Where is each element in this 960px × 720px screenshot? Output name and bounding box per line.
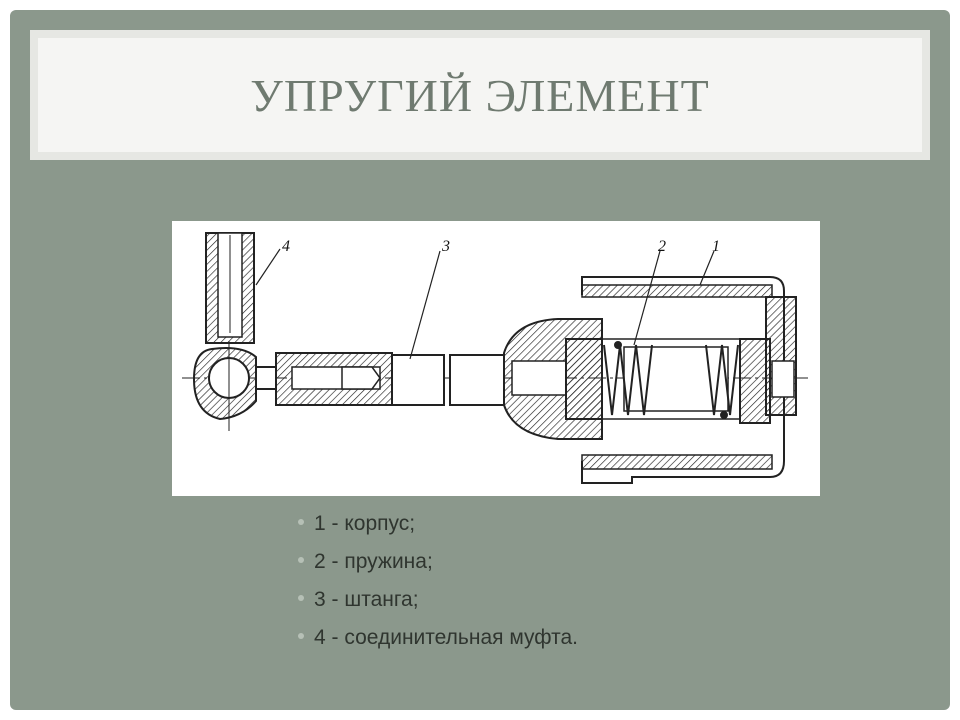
bullet-icon: [298, 557, 304, 564]
legend-item-text: 1 - корпус;: [314, 512, 416, 535]
end-cap: [503, 318, 603, 440]
ball-joint: [192, 341, 277, 431]
rod: [275, 352, 505, 406]
legend-item-housing: 1 - корпус;: [298, 505, 578, 543]
spring: [603, 341, 739, 419]
legend-item-text: 3 - штанга;: [314, 588, 419, 611]
slide-title: УПРУГИЙ ЭЛЕМЕНТ: [250, 69, 710, 121]
slide: УПРУГИЙ ЭЛЕМЕНТ: [10, 10, 950, 710]
legend-item-text: 2 - пружина;: [314, 550, 433, 573]
leader-lines: [255, 248, 715, 360]
drawing-svg: 4 3 2 1: [182, 232, 808, 484]
callout-1: 1: [712, 238, 720, 255]
coupling-tube: [205, 232, 255, 344]
callout-4: 4: [282, 238, 290, 255]
title-band: УПРУГИЙ ЭЛЕМЕНТ: [30, 30, 930, 160]
legend-item-rod: 3 - штанга;: [298, 581, 578, 619]
legend-item-coupling: 4 - соединительная муфта.: [298, 619, 578, 657]
legend-list: 1 - корпус; 2 - пружина; 3 - штанга; 4 -…: [298, 505, 578, 657]
legend-item-spring: 2 - пружина;: [298, 543, 578, 581]
bullet-icon: [298, 633, 304, 640]
callout-2: 2: [658, 238, 666, 255]
bullet-icon: [298, 595, 304, 602]
housing: [581, 276, 797, 484]
legend-item-text: 4 - соединительная муфта.: [314, 626, 578, 649]
callout-3: 3: [441, 238, 450, 255]
technical-drawing: 4 3 2 1: [172, 221, 820, 496]
bullet-icon: [298, 519, 304, 526]
